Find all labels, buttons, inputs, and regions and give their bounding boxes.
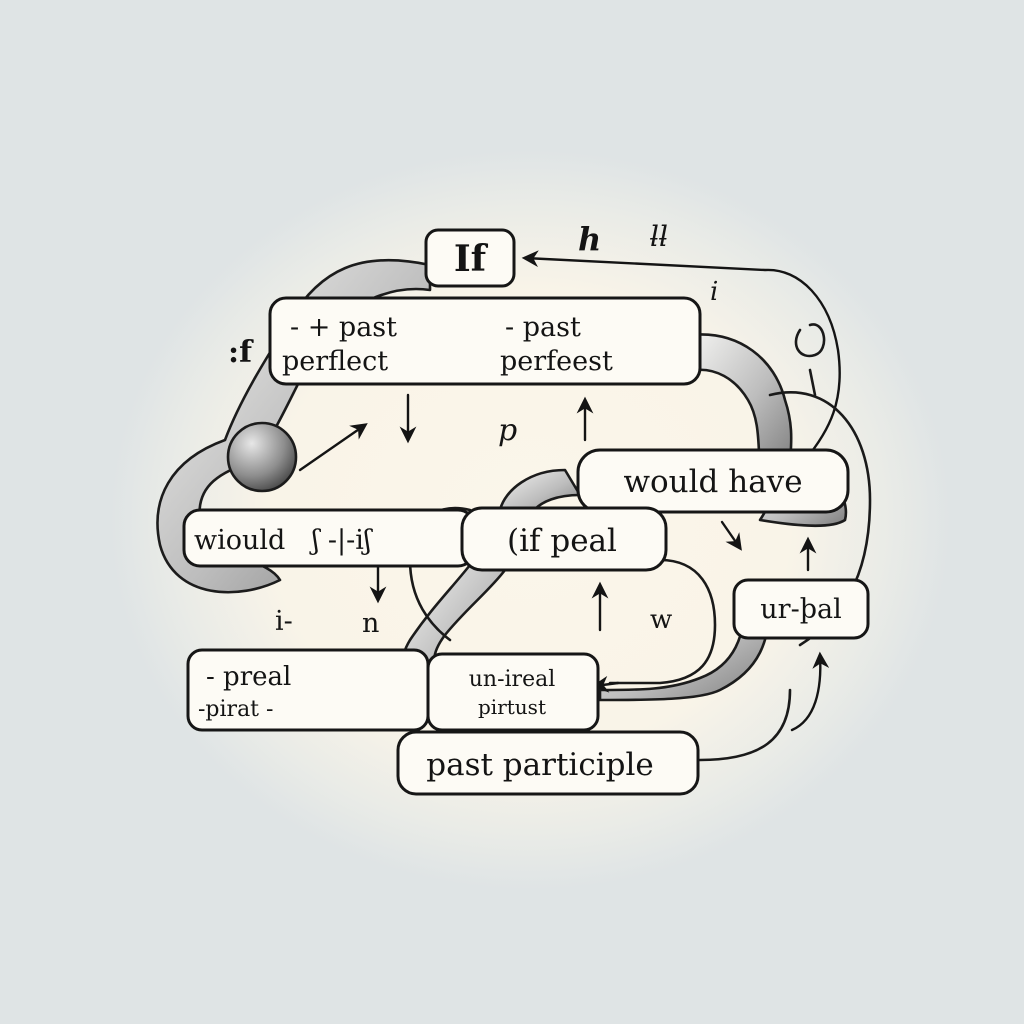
- preal-line1: - preal: [206, 662, 291, 692]
- unireal-line1: un-ireal: [469, 667, 556, 692]
- float-i-top: i: [710, 277, 718, 307]
- wiould-label: wiould: [194, 525, 285, 556]
- would-have-label: would have: [623, 464, 802, 500]
- past-participle-label: past participle: [426, 747, 653, 783]
- arrow-bottom-up-right: [792, 655, 820, 730]
- past-perfect-right-line1: - past: [505, 312, 581, 343]
- float-i-dash: i-: [275, 606, 293, 637]
- wiould-suffix: ʃ -|-iʃ: [309, 525, 373, 556]
- arrow-to-ur-pal-upper: [722, 522, 740, 548]
- past-perfect-left-line2: perflect: [282, 346, 388, 377]
- if-peal-label: (if peal: [507, 523, 617, 559]
- past-perfect-right-line2: perfeest: [500, 346, 613, 377]
- float-colon-f: :f: [228, 335, 254, 370]
- float-w: w: [650, 605, 672, 635]
- ur-pal-label: ur-þal: [760, 594, 841, 625]
- preal-line2: -pirat -: [198, 697, 273, 722]
- unireal-line2: pirtust: [478, 695, 546, 719]
- wire-bottom-loop: [700, 690, 790, 760]
- float-n: n: [362, 608, 379, 639]
- float-l: ƚƚ: [649, 220, 668, 253]
- past-perfect-left-line1: - + past: [290, 312, 397, 343]
- float-p: p: [498, 413, 517, 448]
- float-h: h: [578, 220, 601, 258]
- shaded-ball: [228, 423, 296, 491]
- wire-right-bracket: [796, 324, 824, 395]
- arrow-ball-diag: [300, 425, 365, 470]
- if-label: If: [454, 238, 489, 280]
